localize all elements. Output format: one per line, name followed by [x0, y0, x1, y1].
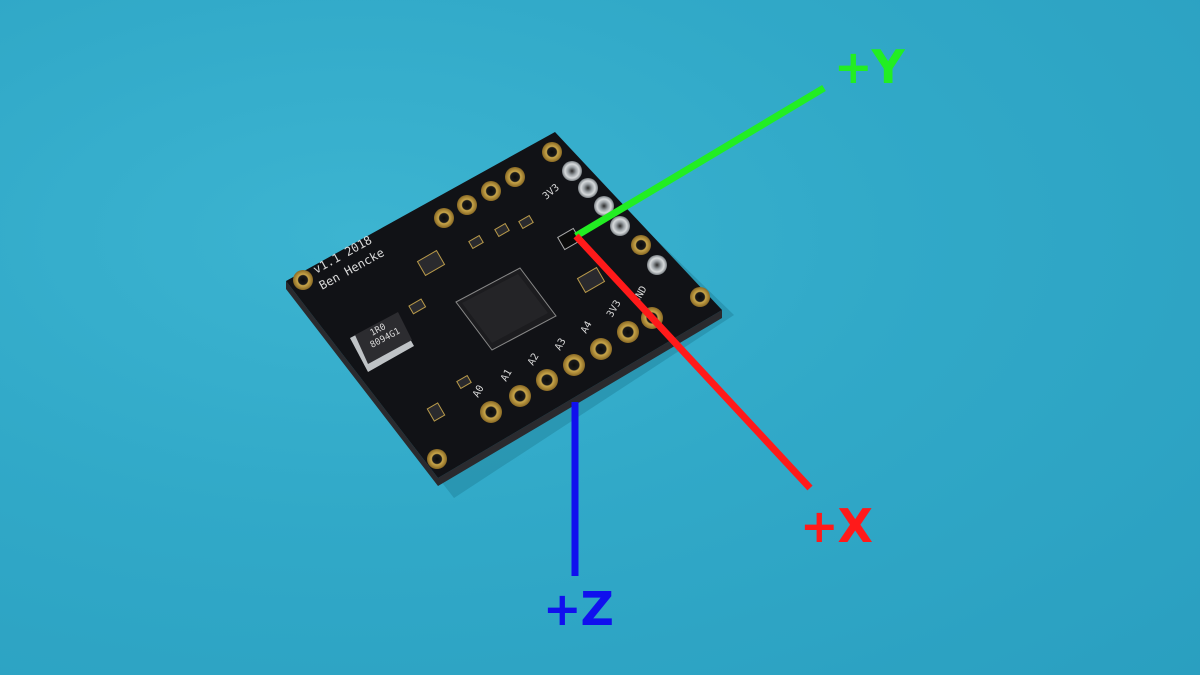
mounting-hole — [427, 449, 447, 469]
top-header-pads — [434, 167, 525, 228]
y-axis-label: +Y — [834, 40, 905, 94]
y-axis-line — [574, 84, 826, 240]
pin-label-a3: A3 — [553, 337, 569, 353]
pin-label-a0: A0 — [471, 384, 487, 400]
main-ic — [455, 267, 557, 351]
x-axis-line — [573, 233, 813, 491]
board-edge — [286, 281, 722, 486]
pin-label-a4: A4 — [579, 320, 595, 336]
pin-label-a1: A1 — [499, 368, 515, 384]
mounting-hole — [542, 142, 562, 162]
z-axis-label: +Z — [543, 582, 614, 636]
pin-label-a2: A2 — [526, 352, 542, 368]
smd-components — [408, 214, 606, 422]
mounting-hole — [293, 270, 313, 290]
mounting-hole — [690, 287, 710, 307]
inductor: 1R0 8094G1 — [350, 312, 414, 372]
right-header-pins — [562, 161, 667, 275]
x-axis-label: +X — [800, 499, 873, 553]
